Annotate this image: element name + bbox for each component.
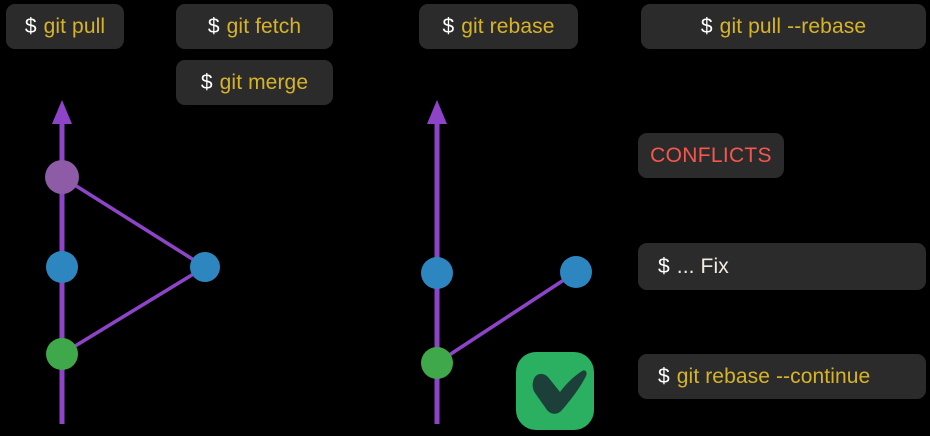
merge-edge-branch-to-purple bbox=[61, 175, 206, 269]
merge-commit-node-blue bbox=[46, 251, 78, 283]
prompt-symbol: $ bbox=[200, 70, 213, 94]
merge-edge-green-to-branch bbox=[61, 265, 206, 356]
command-text: git rebase bbox=[461, 14, 555, 38]
rebase-commit-node-blue bbox=[421, 257, 453, 289]
rebase-edge-green-to-branch bbox=[436, 270, 577, 365]
command-chip-fix[interactable]: $ ... Fix bbox=[638, 243, 926, 290]
prompt-symbol: $ bbox=[700, 14, 713, 38]
rebase-trunk-line bbox=[427, 100, 447, 424]
prompt-symbol: $ bbox=[658, 254, 670, 278]
command-text: git fetch bbox=[226, 14, 302, 38]
merge-branch-node-blue bbox=[190, 252, 220, 282]
command-text: git pull bbox=[43, 14, 106, 38]
command-chip-git-pull[interactable]: $ git pull bbox=[6, 4, 124, 49]
command-chip-git-rebase-continue[interactable]: $ git rebase --continue bbox=[638, 354, 926, 399]
merge-trunk-line bbox=[52, 100, 72, 424]
success-check-badge bbox=[516, 352, 594, 430]
rebase-commit-node-green bbox=[421, 347, 453, 379]
status-badge-conflicts: CONFLICTS bbox=[638, 133, 784, 178]
command-text: git merge bbox=[219, 70, 309, 94]
prompt-symbol: $ bbox=[658, 364, 670, 388]
command-text: git rebase --continue bbox=[676, 364, 871, 388]
merge-commit-node-purple bbox=[45, 160, 79, 194]
prompt-symbol: $ bbox=[207, 14, 220, 38]
command-chip-git-merge[interactable]: $ git merge bbox=[176, 60, 333, 105]
prompt-symbol: $ bbox=[442, 14, 455, 38]
check-icon bbox=[532, 370, 587, 414]
prompt-symbol: $ bbox=[24, 14, 37, 38]
merge-commit-node-green bbox=[46, 338, 78, 370]
command-text: git pull --rebase bbox=[719, 14, 867, 38]
command-chip-git-rebase[interactable]: $ git rebase bbox=[419, 4, 578, 49]
command-chip-git-fetch[interactable]: $ git fetch bbox=[176, 4, 333, 49]
rebase-branch-node-blue bbox=[560, 256, 592, 288]
command-text: ... Fix bbox=[676, 254, 729, 278]
conflicts-label: CONFLICTS bbox=[650, 143, 772, 167]
command-chip-git-pull-rebase[interactable]: $ git pull --rebase bbox=[641, 4, 926, 49]
